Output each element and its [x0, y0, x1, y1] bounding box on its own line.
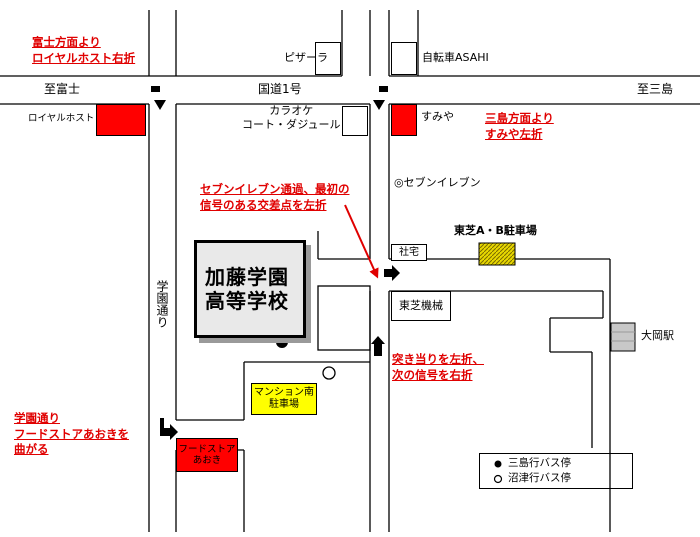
legend-mishima-bus: 三島行バス停 [508, 457, 571, 469]
company-housing-label: 社宅 [399, 246, 419, 258]
legend-open-circle-icon [493, 474, 503, 484]
legend-symbols [493, 460, 503, 484]
turn-arrow-sumiya [373, 86, 388, 110]
turn-arrow-school-ave [160, 418, 178, 440]
direction-from-fuji: 富士方面より ロイヤルホスト右折 [32, 35, 136, 65]
school-name-line2: 高等学校 [205, 289, 289, 313]
royal-host-label: ロイヤルホスト [28, 113, 95, 124]
food-store-box: フードストア あおき [176, 438, 238, 472]
seven-eleven-label: ◎セブンイレブン [394, 176, 481, 189]
bus-stop-mishima [276, 336, 288, 348]
bicycle-building [391, 42, 417, 75]
mansion-parking-box: マンション南 駐車場 [251, 383, 317, 415]
sumiya-label: すみや [421, 110, 454, 123]
pizza-label: ピザーラ [284, 51, 328, 64]
road-label-to-fuji: 至富士 [44, 82, 81, 96]
toshiba-machinery-box: 東芝機械 [391, 291, 451, 321]
direction-school-street: 学園通り フードストアあおきを 曲がる [14, 411, 129, 457]
legend-numazu-bus: 沼津行バス停 [508, 472, 571, 484]
turn-arrow-royalhost [151, 86, 166, 110]
toshiba-parking-lot [478, 242, 516, 266]
mansion-parking-label: マンション南 駐車場 [254, 387, 314, 410]
bus-stop-numazu [322, 366, 336, 380]
karaoke-label: カラオケ コート・ダジュール [242, 104, 341, 131]
ooka-station-building [610, 322, 636, 352]
direction-dead-end: 突き当りを左折、 次の信号を右折 [392, 352, 484, 382]
red-guide-arrow [344, 204, 379, 279]
pizza-building [315, 42, 341, 75]
food-store-label: フードストア あおき [178, 443, 236, 466]
legend-filled-circle-icon [494, 460, 502, 468]
bicycle-label: 自転車ASAHI [422, 51, 489, 64]
school-name-line1: 加藤学園 [205, 265, 289, 289]
company-housing-box: 社宅 [391, 244, 427, 261]
karaoke-building [342, 106, 368, 136]
road-label-school-avenue: 学園通り [155, 280, 169, 328]
ooka-station-label: 大岡駅 [641, 329, 674, 342]
road-label-to-mishima: 至三島 [637, 82, 674, 96]
toshiba-machinery-label: 東芝機械 [399, 299, 443, 313]
royal-host-building [96, 104, 146, 136]
road-label-route1: 国道1号 [258, 82, 302, 96]
sumiya-building [391, 104, 417, 136]
bus-stop-legend: 三島行バス停 沼津行バス停 [479, 453, 633, 489]
toshiba-parking-label: 東芝A・B駐車場 [454, 224, 537, 237]
turn-arrow-east [384, 265, 400, 281]
turn-arrow-deadend [371, 336, 385, 356]
turn-arrows [151, 86, 400, 440]
direction-from-mishima: 三島方面より すみや左折 [485, 111, 554, 141]
kato-gakuen-high-school: 加藤学園 高等学校 [194, 240, 306, 338]
direction-seven-eleven: セブンイレブン通過、最初の 信号のある交差点を左折 [200, 182, 350, 212]
